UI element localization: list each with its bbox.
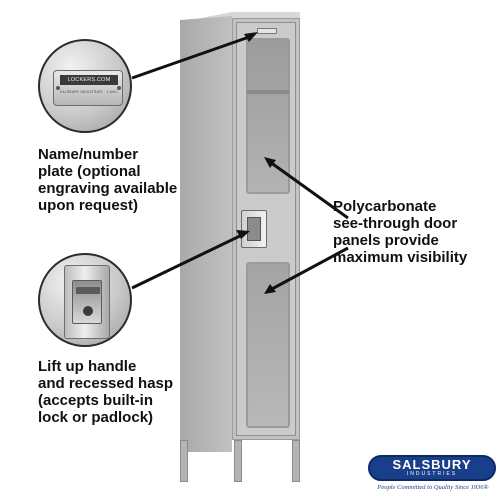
door-nameplate bbox=[257, 28, 277, 34]
rivet bbox=[117, 86, 121, 90]
nameplate-bottom-text: SALSBURY INDUSTRIES · 1-800-LOCKERS bbox=[60, 90, 118, 94]
polycarbonate-callout: Polycarbonate see-through door panels pr… bbox=[333, 198, 468, 266]
handle-recess bbox=[72, 280, 102, 324]
nameplate-leader-line bbox=[131, 34, 253, 80]
door-handle bbox=[241, 210, 267, 248]
polycarbonate-upper-leader-line bbox=[269, 160, 349, 220]
nameplate-top-text: LOCKERS.COM bbox=[60, 75, 118, 85]
locker-shelf bbox=[247, 90, 289, 94]
brand-tagline: People Committed to Quality Since 1936® bbox=[377, 484, 489, 491]
nameplate-arrowhead bbox=[244, 32, 258, 42]
polycarbonate-lower-leader-line bbox=[269, 246, 349, 292]
locker-side-panel bbox=[180, 16, 232, 452]
locker-top bbox=[180, 12, 300, 22]
upper-polycarbonate-panel bbox=[246, 38, 290, 194]
locker-leg bbox=[180, 440, 188, 482]
handle-leader-line bbox=[131, 232, 245, 290]
lift-handle bbox=[76, 287, 100, 294]
polycarbonate-lower-arrowhead bbox=[264, 284, 276, 294]
locker-leg bbox=[292, 440, 300, 482]
brand-logo: SALSBURY INDUSTRIES bbox=[368, 455, 496, 481]
locker-leg bbox=[234, 440, 242, 482]
handle-recess bbox=[247, 217, 261, 241]
polycarbonate-upper-arrowhead bbox=[264, 157, 276, 168]
nameplate: LOCKERS.COM SALSBURY INDUSTRIES · 1-800-… bbox=[53, 70, 123, 106]
handle-plate bbox=[64, 265, 110, 339]
handle-arrowhead bbox=[236, 230, 250, 239]
rivet bbox=[56, 86, 60, 90]
brand-subtitle: INDUSTRIES bbox=[406, 471, 458, 477]
handle-callout: Lift up handle and recessed hasp (accept… bbox=[38, 358, 174, 426]
brand-name: SALSBURY bbox=[392, 457, 472, 472]
nameplate-zoom-inset: LOCKERS.COM SALSBURY INDUSTRIES · 1-800-… bbox=[38, 39, 132, 133]
hasp-hole-icon bbox=[83, 306, 93, 316]
handle-zoom-inset bbox=[38, 253, 132, 347]
nameplate-callout: Name/number plate (optional engraving av… bbox=[38, 146, 178, 214]
